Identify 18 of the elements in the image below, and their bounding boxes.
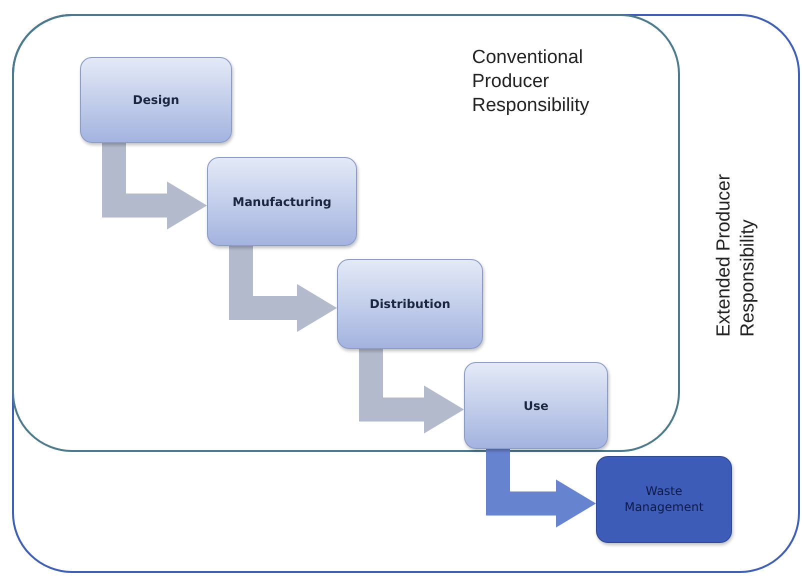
- process-box: [80, 57, 232, 143]
- region-title: Extended Producer Responsibility: [712, 173, 759, 337]
- process-box: [207, 157, 357, 246]
- process-box: [596, 456, 732, 543]
- box-label: Use: [522, 398, 550, 412]
- inner-region: [12, 14, 680, 452]
- box-label: Design: [132, 93, 180, 107]
- arrow: [359, 349, 464, 434]
- arrow: [102, 143, 207, 230]
- box-label: Manufacturing: [232, 194, 332, 208]
- box-label: Waste Management: [623, 484, 705, 516]
- box-label: Distribution: [368, 297, 452, 311]
- process-box: [464, 362, 608, 449]
- process-box: [337, 259, 483, 349]
- arrow: [486, 449, 596, 528]
- region-title: Conventional Producer Responsibility: [472, 46, 590, 118]
- outer-region: [12, 14, 800, 573]
- arrow: [229, 246, 337, 332]
